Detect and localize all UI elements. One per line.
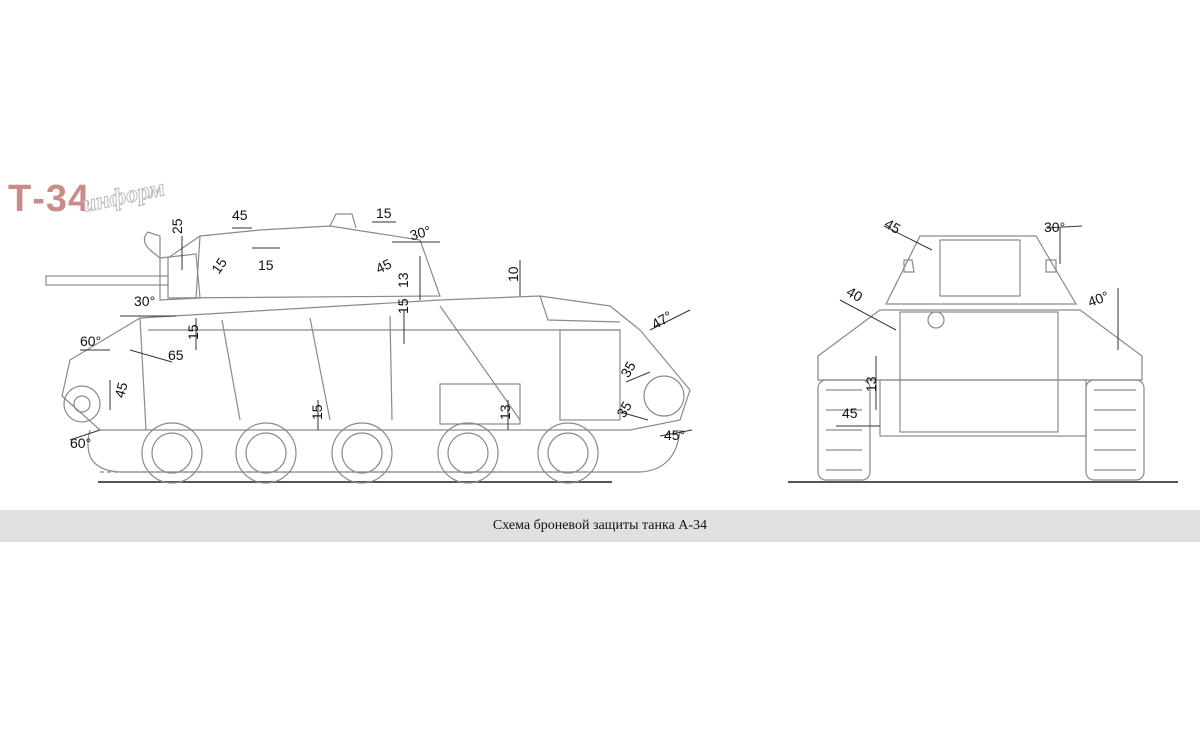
front-label: 45 — [842, 405, 858, 421]
side-label: 10 — [505, 266, 521, 282]
side-label: 35 — [617, 358, 639, 380]
side-label: 65 — [168, 347, 184, 363]
logo-sub-text: информ — [80, 175, 168, 219]
side-label: 60° — [70, 435, 91, 451]
front-label: 40 — [844, 283, 866, 305]
side-label: 15 — [258, 257, 274, 273]
side-label: 45 — [232, 207, 248, 223]
side-label: 45 — [111, 380, 131, 399]
side-view-drawing — [45, 213, 691, 484]
side-label: 35 — [613, 398, 635, 420]
side-label: 25 — [169, 218, 185, 234]
side-label: 15 — [185, 324, 201, 340]
logo: Т-34 информ — [8, 175, 198, 238]
front-label: 13 — [863, 376, 879, 392]
front-label: 30° — [1044, 219, 1065, 235]
caption-bar: Схема броневой защиты танка А-34 — [0, 510, 1200, 542]
side-label: 60° — [80, 333, 101, 349]
side-view-labels: 25 45 15 15 15 30° 45 13 10 15 30° 15 60… — [70, 205, 685, 451]
side-label: 15 — [309, 404, 325, 420]
side-label: 15 — [395, 298, 411, 314]
side-label: 13 — [497, 404, 513, 420]
side-label: 15 — [376, 205, 392, 221]
side-label: 45° — [664, 427, 685, 443]
side-view-dimension-lines — [69, 221, 693, 441]
front-view-labels: 45 30° 40 40° 13 45 — [842, 215, 1111, 421]
side-label: 15 — [208, 254, 230, 276]
side-label: 30° — [408, 222, 433, 243]
front-label: 40° — [1086, 288, 1111, 310]
front-label: 45 — [882, 215, 904, 237]
side-label: 13 — [395, 272, 411, 288]
front-view-dimension-lines — [836, 225, 1119, 427]
figure-caption: Схема броневой защиты танка А-34 — [492, 518, 708, 533]
side-label: 45 — [373, 255, 394, 276]
logo-main-text: Т-34 — [8, 178, 91, 220]
side-label: 30° — [134, 293, 155, 309]
front-view-drawing — [788, 235, 1178, 483]
